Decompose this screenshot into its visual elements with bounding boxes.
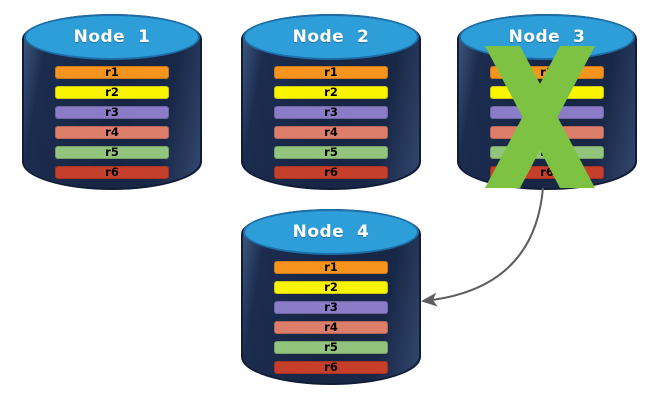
- replica-bar-r2: r2: [55, 86, 169, 99]
- node-2: Node 2 r1 r2 r3 r4 r5 r6: [241, 14, 421, 190]
- replica-bar-r1: r1: [274, 66, 388, 79]
- replica-bar-r4: r4: [55, 126, 169, 139]
- replica-label: r4: [105, 124, 119, 139]
- arrow-curve: [421, 187, 544, 307]
- replica-label: r5: [105, 144, 119, 159]
- node-2-title: Node 2: [292, 27, 370, 47]
- node-3: Node 3 r1 r2 r3 r4 r5 r6: [457, 14, 637, 190]
- replica-bar-r2: r2: [274, 86, 388, 99]
- replica-label: r3: [324, 299, 338, 314]
- replica-label: r6: [324, 359, 338, 374]
- replica-bar-r1: r1: [274, 261, 388, 274]
- node-2-cylinder-top: Node 2: [243, 14, 419, 60]
- node-4-cylinder-top: Node 4: [243, 209, 419, 255]
- replica-bar-r3: r3: [55, 106, 169, 119]
- node-4-title: Node 4: [292, 222, 370, 242]
- node-3-title: Node 3: [508, 27, 586, 47]
- replica-label: r5: [324, 144, 338, 159]
- node-1-replicas: r1 r2 r3 r4 r5 r6: [55, 66, 169, 186]
- replica-label: r2: [105, 84, 119, 99]
- replica-label: r3: [105, 104, 119, 119]
- replica-bar-r5: r5: [55, 146, 169, 159]
- replica-bar-r4: r4: [274, 321, 388, 334]
- node-1-cylinder-top: Node 1: [24, 14, 200, 60]
- replica-bar-r2: r2: [274, 281, 388, 294]
- replica-label: r3: [324, 104, 338, 119]
- replica-label: r1: [324, 64, 338, 79]
- replica-label: r4: [324, 124, 338, 139]
- node-4-replicas: r1 r2 r3 r4 r5 r6: [274, 261, 388, 381]
- replica-label: r6: [324, 164, 338, 179]
- replica-bar-r6: r6: [274, 361, 388, 374]
- replica-bar-r1: r1: [55, 66, 169, 79]
- replica-label: r6: [105, 164, 119, 179]
- node-1: Node 1 r1 r2 r3 r4 r5 r6: [22, 14, 202, 190]
- node-4: Node 4 r1 r2 r3 r4 r5 r6: [241, 209, 421, 385]
- replica-bar-r5: r5: [274, 146, 388, 159]
- replica-bar-r3: r3: [274, 301, 388, 314]
- rebalance-arrow: [421, 187, 544, 307]
- replica-bar-r6: r6: [274, 166, 388, 179]
- node-3-cylinder-top: Node 3: [459, 14, 635, 60]
- replica-label: r1: [105, 64, 119, 79]
- replica-bar-r6: r6: [55, 166, 169, 179]
- replica-label: r6: [540, 164, 554, 179]
- replica-label: r2: [324, 279, 338, 294]
- replica-label: r4: [324, 319, 338, 334]
- replica-bar-r4: r4: [274, 126, 388, 139]
- node-1-title: Node 1: [73, 27, 151, 47]
- replica-label: r5: [324, 339, 338, 354]
- replica-label: r2: [324, 84, 338, 99]
- replica-bar-r5: r5: [274, 341, 388, 354]
- node-2-replicas: r1 r2 r3 r4 r5 r6: [274, 66, 388, 186]
- failure-x-icon: [485, 46, 595, 188]
- replica-bar-r3: r3: [274, 106, 388, 119]
- replica-label: r1: [324, 259, 338, 274]
